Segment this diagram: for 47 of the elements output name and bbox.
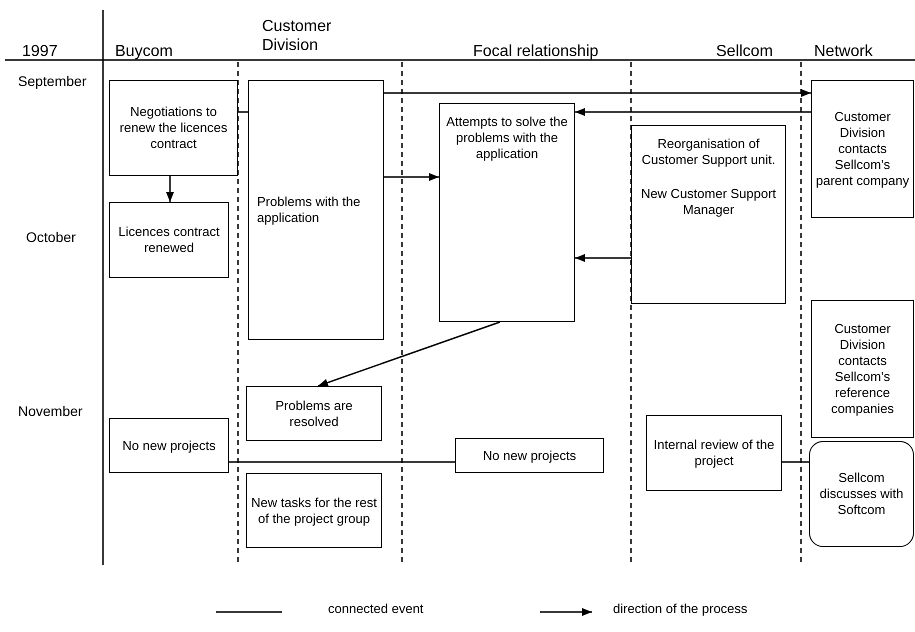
rounded-event-box <box>809 441 914 547</box>
connector-line <box>229 461 455 463</box>
event-box <box>109 418 229 473</box>
event-text: Customer Division contacts Sellcom’s reference companies <box>830 321 895 417</box>
event-box <box>811 80 914 218</box>
event-text: New tasks for the rest of the project group <box>250 494 378 526</box>
connector-line <box>782 461 809 463</box>
lane-heading: Network <box>814 42 873 61</box>
event-text: No new projects <box>122 438 216 454</box>
legend-text: connected event <box>328 600 424 617</box>
month-label: October <box>26 229 76 246</box>
event-box <box>246 473 382 548</box>
event-text: Reorganisation of Customer Support unit. <box>640 136 776 168</box>
arrow <box>318 321 500 387</box>
event-box <box>109 202 229 278</box>
event-box <box>811 300 914 438</box>
event-box <box>109 80 238 176</box>
arrow <box>384 173 439 181</box>
event-text: Problems are resolved <box>274 398 354 430</box>
arrow <box>384 89 811 97</box>
event-text: Customer Division contacts Sellcom’s parent company <box>815 109 910 189</box>
legend-text: direction of the process <box>613 600 748 617</box>
event-box <box>455 438 604 473</box>
event-box <box>248 80 384 340</box>
month-label: September <box>18 73 86 90</box>
month-label: November <box>18 403 83 420</box>
event-text: Internal review of the project <box>652 437 776 469</box>
arrow <box>575 254 631 262</box>
lane-heading: Buycom <box>115 42 173 61</box>
event-box <box>646 415 782 491</box>
arrow <box>575 108 811 116</box>
connector-line <box>238 111 248 113</box>
event-text: No new projects <box>482 448 576 464</box>
event-box <box>439 103 575 322</box>
event-text: Negotiations to renew the licences contract <box>118 104 228 152</box>
event-text: Attempts to solve the problems with the application <box>445 114 569 162</box>
event-text: Problems with the application <box>257 194 362 226</box>
event-text: Licences contract renewed <box>117 224 221 256</box>
event-box <box>631 125 786 304</box>
lane-heading: Focal relationship <box>473 42 598 61</box>
lane-heading: Sellcom <box>716 42 773 61</box>
lane-heading: Customer Division <box>262 17 332 55</box>
event-text: New Customer Support Manager <box>640 186 778 218</box>
year-heading: 1997 <box>22 42 58 61</box>
event-box <box>246 386 382 441</box>
event-text: Sellcom discusses with Softcom <box>818 470 904 518</box>
arrow <box>166 176 174 202</box>
